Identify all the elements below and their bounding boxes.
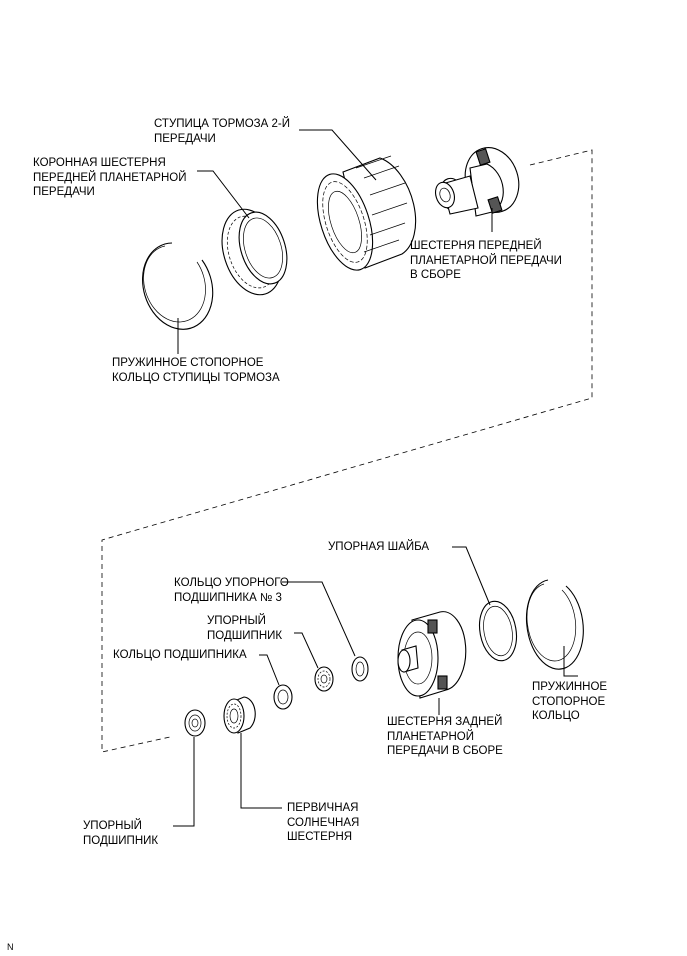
front-ring-gear-part [221, 208, 288, 296]
label-rear-planetary-gear: ШЕСТЕРНЯ ЗАДНЕЙ ПЛАНЕТАРНОЙ ПЕРЕДАЧИ В С… [387, 715, 503, 759]
label-line: ПОДШИПНИК [83, 834, 159, 847]
label-line: ШЕСТЕРНЯ ПЕРЕДНЕЙ [410, 240, 542, 252]
label-line: ПРУЖИННОЕ СТОПОРНОЕ [112, 357, 264, 369]
snap-ring-part [525, 579, 584, 670]
hub-snap-ring-part [142, 242, 214, 330]
label-line: ПЛАНЕТАРНОЙ [387, 730, 474, 743]
label-bearing-race: КОЛЬЦО ПОДШИПНИКА [113, 648, 247, 663]
label-line: СОЛНЕЧНАЯ [287, 816, 360, 829]
label-line: СТОПОРНОЕ [532, 695, 606, 708]
label-line: КОРОННАЯ ШЕСТЕРНЯ [33, 157, 166, 169]
label-thrust-bearing-lower: УПОРНЫЙ ПОДШИПНИК [83, 819, 158, 848]
label-line: ШЕСТЕРНЯ [287, 831, 353, 843]
thrust-bearing-lower-part [184, 709, 206, 737]
thrust-bearing-race-3-part [351, 656, 369, 682]
label-line: КОЛЬЦО [532, 710, 580, 722]
label-line: КОЛЬЦО УПОРНОГО [174, 577, 289, 589]
label-brake-hub: СТУПИЦА ТОРМОЗА 2-Й ПЕРЕДАЧИ [154, 117, 290, 146]
label-thrust-bearing-race-3: КОЛЬЦО УПОРНОГО ПОДШИПНИКА № 3 [174, 576, 289, 605]
label-front-ring-gear: КОРОННАЯ ШЕСТЕРНЯ ПЕРЕДНЕЙ ПЛАНЕТАРНОЙ П… [33, 156, 186, 200]
label-thrust-washer: УПОРНАЯ ШАЙБА [328, 540, 429, 555]
thrust-bearing-upper-part [314, 666, 334, 692]
label-line: ПЛАНЕТАРНОЙ ПЕРЕДАЧИ [410, 254, 562, 267]
assembly-axis-dashed-line [101, 149, 593, 753]
label-line: КОЛЬЦО СТУПИЦЫ ТОРМОЗА [112, 371, 280, 384]
label-line: УПОРНАЯ ШАЙБА [328, 541, 430, 553]
leader-lines [173, 129, 578, 827]
label-line: В СБОРЕ [410, 269, 461, 281]
label-line: ПОДШИПНИК [207, 629, 283, 642]
label-thrust-bearing-upper: УПОРНЫЙ ПОДШИПНИК [207, 614, 282, 643]
label-line: СТУПИЦА ТОРМОЗА 2-Й [154, 118, 290, 130]
label-line: КОЛЬЦО ПОДШИПНИКА [113, 649, 247, 661]
label-line: ПЕРЕДАЧИ [33, 186, 95, 198]
label-line: ШЕСТЕРНЯ ЗАДНЕЙ [387, 716, 503, 728]
label-line: ПЕРЕДАЧИ [154, 132, 216, 145]
label-line: ПЕРЕДНЕЙ ПЛАНЕТАРНОЙ [33, 171, 187, 184]
label-line: ПРУЖИННОЕ [532, 681, 608, 693]
input-sun-gear-part [223, 696, 256, 734]
label-front-planetary-gear: ШЕСТЕРНЯ ПЕРЕДНЕЙ ПЛАНЕТАРНОЙ ПЕРЕДАЧИ В… [410, 239, 562, 283]
label-line: ПЕРЕДАЧИ В СБОРЕ [387, 745, 503, 757]
label-line: УПОРНЫЙ [207, 615, 266, 627]
label-line: УПОРНЫЙ [83, 820, 142, 832]
rear-planetary-gear-part [397, 611, 467, 699]
label-hub-snap-ring: ПРУЖИННОЕ СТОПОРНОЕ КОЛЬЦО СТУПИЦЫ ТОРМО… [112, 356, 280, 385]
front-planetary-gear-part [434, 147, 520, 217]
footer-mark: N [7, 942, 14, 952]
bearing-race-part [273, 684, 293, 710]
label-snap-ring: ПРУЖИННОЕ СТОПОРНОЕ КОЛЬЦО [532, 680, 607, 724]
label-line: ПЕРВИЧНАЯ [287, 802, 359, 814]
brake-hub-part [316, 155, 417, 271]
label-input-sun-gear: ПЕРВИЧНАЯ СОЛНЕЧНАЯ ШЕСТЕРНЯ [287, 801, 359, 845]
thrust-washer-part [478, 600, 518, 662]
label-line: ПОДШИПНИКА № 3 [174, 591, 282, 604]
